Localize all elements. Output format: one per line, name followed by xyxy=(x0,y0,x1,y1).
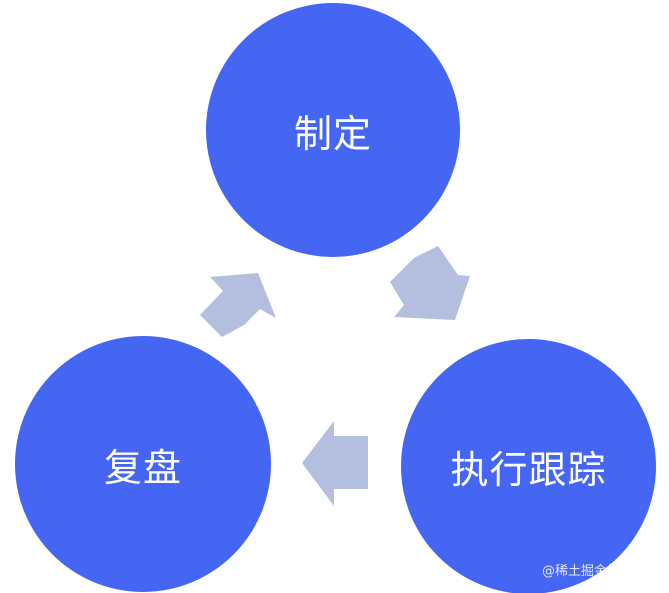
arrow-top-to-right xyxy=(390,246,470,320)
node-execute-track: 执行跟踪 xyxy=(401,339,656,593)
arrow-right-down-icon xyxy=(390,246,470,320)
node-execute-track-label: 执行跟踪 xyxy=(450,448,607,492)
arrow-left-icon xyxy=(302,421,368,506)
node-plan-label: 制定 xyxy=(293,111,372,156)
arrow-right-to-left xyxy=(302,421,368,506)
arrow-right-up-icon xyxy=(200,273,276,337)
node-review-label: 复盘 xyxy=(103,445,182,490)
node-plan: 制定 xyxy=(206,3,460,257)
arrow-left-to-top xyxy=(200,273,276,337)
watermark: @稀土掘金技术社区 xyxy=(541,564,659,579)
node-review: 复盘 xyxy=(15,336,271,592)
